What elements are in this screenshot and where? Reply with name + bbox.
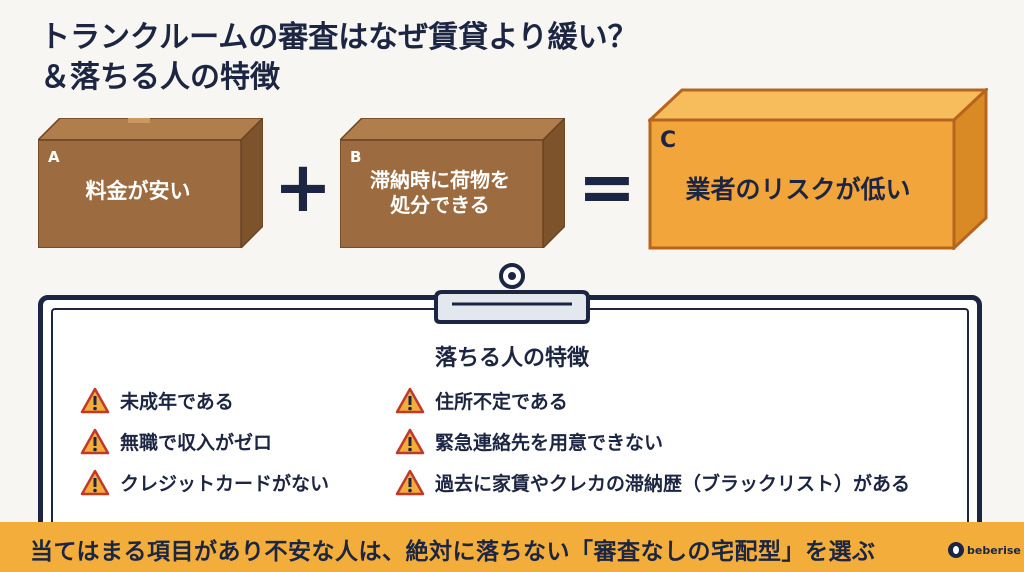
checklist-title: 落ちる人の特徴 bbox=[434, 346, 589, 371]
box-b-letter: B bbox=[350, 148, 362, 166]
trait-item: クレジットカードがない bbox=[80, 462, 329, 503]
title-line-1: トランクルームの審査はなぜ賃貸より緩い？ bbox=[40, 20, 638, 55]
logo-text: beberise bbox=[967, 543, 1021, 557]
trait-item: 過去に家賃やクレカの滞納歴（ブラックリスト）がある bbox=[395, 462, 910, 503]
highlight-box-icon bbox=[648, 88, 988, 250]
box-b-label-line-1: 滞納時に荷物を bbox=[370, 168, 510, 192]
warning-icon bbox=[395, 428, 425, 455]
trait-text: 無職で収入がゼロ bbox=[120, 432, 273, 454]
warning-icon bbox=[395, 469, 425, 496]
trait-text: クレジットカードがない bbox=[120, 473, 330, 495]
box-a-cheap-price: A 料金が安い bbox=[38, 118, 263, 248]
trait-item: 緊急連絡先を用意できない bbox=[395, 421, 910, 462]
page-title: トランクルームの審査はなぜ賃貸より緩い？ ＆落ちる人の特徴 bbox=[40, 18, 638, 98]
logo-mark-icon bbox=[948, 542, 964, 558]
box-b-dispose-items: B 滞納時に荷物を 処分できる bbox=[340, 118, 565, 248]
trait-text: 緊急連絡先を用意できない bbox=[435, 432, 664, 454]
trait-item: 無職で収入がゼロ bbox=[80, 421, 329, 462]
plus-sign: + bbox=[273, 146, 333, 228]
banner-text: 当てはまる項目があり不安な人は、絶対に落ちない「審査なしの宅配型」を選ぶ bbox=[30, 539, 876, 565]
warning-icon bbox=[395, 387, 425, 414]
cardboard-box-icon bbox=[340, 118, 565, 248]
trait-text: 未成年である bbox=[120, 391, 234, 413]
trait-item: 住所不定である bbox=[395, 380, 910, 421]
box-c-low-risk: C 業者のリスクが低い bbox=[648, 88, 988, 250]
warning-icon bbox=[80, 428, 110, 455]
box-a-label: 料金が安い bbox=[85, 179, 191, 203]
box-c-label: 業者のリスクが低い bbox=[685, 175, 911, 204]
box-b-label: 滞納時に荷物を 処分できる bbox=[340, 168, 540, 218]
clipboard bbox=[38, 295, 982, 535]
traits-left-column: 未成年である無職で収入がゼロクレジットカードがない bbox=[80, 380, 329, 503]
box-b-label-line-2: 処分できる bbox=[390, 193, 490, 217]
box-c-letter: C bbox=[660, 128, 677, 153]
beberise-logo: beberise bbox=[948, 542, 1021, 558]
equals-sign: = bbox=[577, 146, 637, 228]
trait-text: 過去に家賃やクレカの滞納歴（ブラックリスト）がある bbox=[435, 473, 911, 495]
warning-icon bbox=[80, 387, 110, 414]
trait-item: 未成年である bbox=[80, 380, 329, 421]
title-line-2: ＆落ちる人の特徴 bbox=[40, 60, 280, 95]
cardboard-box-icon bbox=[38, 118, 263, 248]
traits-right-column: 住所不定である緊急連絡先を用意できない過去に家賃やクレカの滞納歴（ブラックリスト… bbox=[395, 380, 910, 503]
trait-text: 住所不定である bbox=[435, 391, 568, 413]
box-a-letter: A bbox=[48, 148, 60, 166]
warning-icon bbox=[80, 469, 110, 496]
clipboard-clip-icon bbox=[434, 263, 590, 324]
bottom-banner: 当てはまる項目があり不安な人は、絶対に落ちない「審査なしの宅配型」を選ぶ bbox=[0, 522, 1024, 572]
